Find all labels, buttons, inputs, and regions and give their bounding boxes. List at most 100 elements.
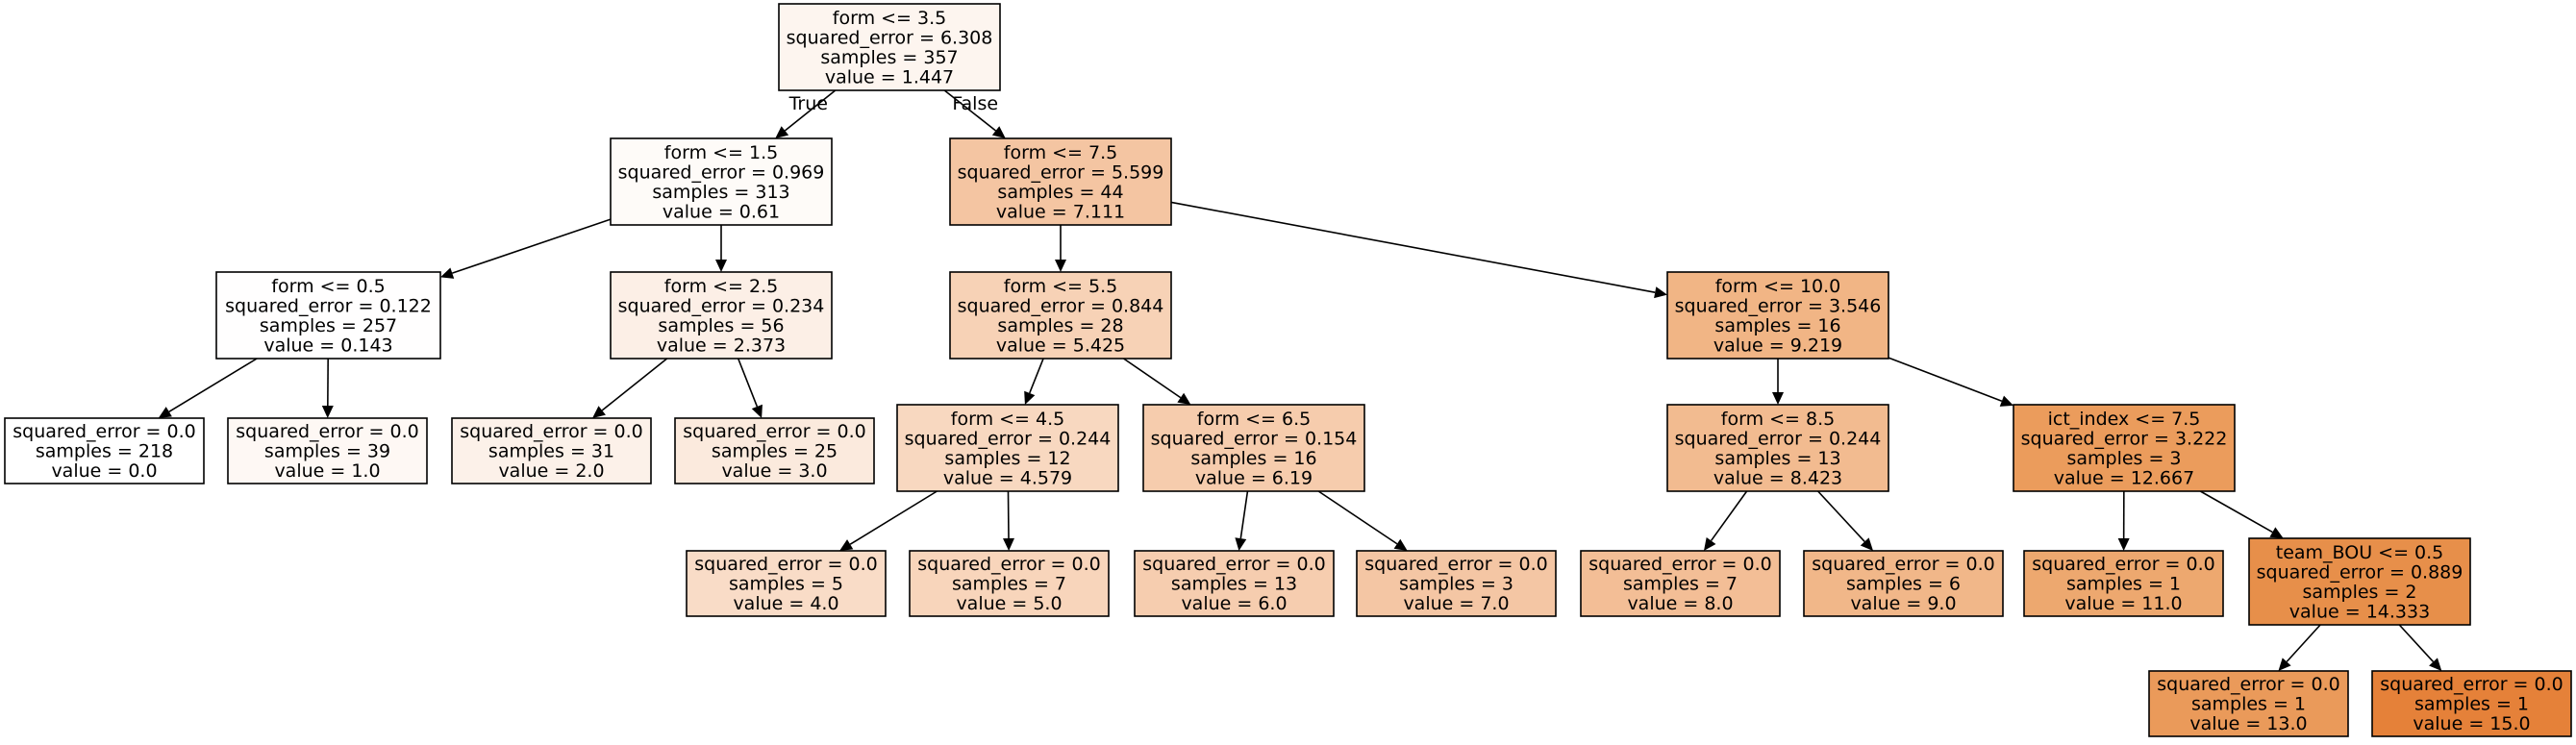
edge-arrowhead — [592, 406, 606, 418]
node-text-line: samples = 3 — [2066, 448, 2181, 469]
node-text-line: samples = 44 — [997, 182, 1123, 203]
node-box — [227, 417, 428, 484]
node-text-line: samples = 218 — [36, 441, 173, 462]
edge-line — [737, 358, 759, 408]
edge-arrowhead — [2429, 658, 2442, 671]
edge-arrowhead — [1772, 392, 1784, 405]
node-text-line: squared_error = 0.0 — [1364, 554, 1548, 575]
edge-arrowhead — [1003, 537, 1014, 551]
node-text-line: samples = 5 — [729, 574, 843, 595]
edge-arrowhead — [158, 407, 172, 418]
node-box — [610, 137, 833, 226]
node-box — [949, 271, 1172, 360]
node-text-line: form <= 8.5 — [1721, 409, 1835, 430]
node-box — [2023, 550, 2224, 617]
tree-edges: True False — [158, 89, 2442, 671]
node-text-line: samples = 257 — [260, 315, 397, 336]
tree-edge — [2398, 624, 2442, 671]
node-text-line: value = 0.0 — [51, 460, 157, 482]
node-text-line: samples = 31 — [488, 441, 614, 462]
node-text-line: squared_error = 0.0 — [13, 421, 196, 442]
node-box — [686, 550, 887, 617]
edge-line — [452, 218, 612, 274]
node-text-line: value = 15.0 — [2413, 713, 2530, 734]
tree-edge — [1170, 201, 1667, 299]
node-text-line: value = 2.0 — [498, 460, 604, 482]
node-text-line: squared_error = 0.244 — [1675, 428, 1882, 449]
edge-line — [943, 89, 997, 132]
node-text-line: value = 4.579 — [943, 467, 1072, 488]
node-text-line: value = 8.423 — [1713, 467, 1842, 488]
node-box — [949, 137, 1172, 226]
node-box — [1666, 271, 1889, 360]
node-text-line: value = 0.143 — [263, 335, 392, 356]
edge-line — [849, 490, 938, 545]
edge-arrowhead — [751, 404, 763, 418]
node-text-line: squared_error = 0.0 — [2157, 674, 2340, 695]
node-text-line: squared_error = 0.0 — [683, 421, 866, 442]
edge-line — [1007, 490, 1010, 539]
node-text-line: samples = 25 — [712, 441, 838, 462]
tree-edge — [1123, 358, 1191, 405]
node-box — [1134, 550, 1335, 617]
node-text-line: team_BOU <= 0.5 — [2276, 542, 2444, 563]
edge-line — [2398, 624, 2435, 662]
edge-arrowhead — [1055, 260, 1066, 272]
node-text-line: value = 13.0 — [2189, 713, 2307, 734]
edge-line — [2199, 490, 2273, 534]
node-text-line: squared_error = 5.599 — [958, 161, 1164, 183]
node-box — [778, 3, 1001, 91]
node-box — [4, 417, 205, 484]
node-text-line: value = 6.0 — [1181, 593, 1287, 614]
node-box — [674, 417, 875, 484]
node-text-line: value = 9.219 — [1713, 335, 1842, 356]
node-text-line: value = 12.667 — [2054, 467, 2194, 488]
node-text-line: value = 2.373 — [657, 335, 786, 356]
node-text-line: form <= 4.5 — [951, 409, 1064, 430]
node-text-line: form <= 2.5 — [664, 276, 778, 297]
node-text-line: squared_error = 0.244 — [905, 428, 1112, 449]
node-box — [896, 404, 1119, 492]
tree-edge — [1024, 358, 1044, 405]
node-box — [610, 271, 833, 360]
edge-line — [601, 358, 668, 411]
node-text-line: value = 7.111 — [996, 201, 1125, 222]
node-text-line: squared_error = 0.154 — [1151, 428, 1358, 449]
node-text-line: ict_index <= 7.5 — [2048, 409, 2201, 430]
edge-arrowhead — [1024, 390, 1036, 405]
edge-arrowhead — [715, 260, 727, 272]
node-text-line: squared_error = 0.0 — [1812, 554, 1995, 575]
tree-edge — [1703, 490, 1748, 551]
node-text-line: value = 14.333 — [2289, 601, 2430, 622]
tree-edge: True — [775, 89, 837, 138]
node-box — [1580, 550, 1781, 617]
node-text-line: value = 9.0 — [1850, 593, 1956, 614]
node-text-line: samples = 16 — [1714, 315, 1840, 336]
node-text-line: squared_error = 0.844 — [958, 295, 1164, 316]
node-text-line: samples = 6 — [1846, 574, 1961, 595]
node-box — [2248, 537, 2471, 626]
node-text-line: squared_error = 0.234 — [618, 295, 825, 316]
edge-label-false: False — [952, 93, 998, 114]
node-box — [1142, 404, 1365, 492]
node-text-line: samples = 1 — [2066, 574, 2181, 595]
node-text-line: squared_error = 0.0 — [2380, 674, 2563, 695]
edge-arrowhead — [2278, 658, 2291, 671]
tree-edge — [1055, 225, 1066, 272]
node-text-line: squared_error = 0.122 — [225, 295, 432, 316]
node-text-line: samples = 7 — [952, 574, 1066, 595]
node-box — [2148, 670, 2349, 737]
